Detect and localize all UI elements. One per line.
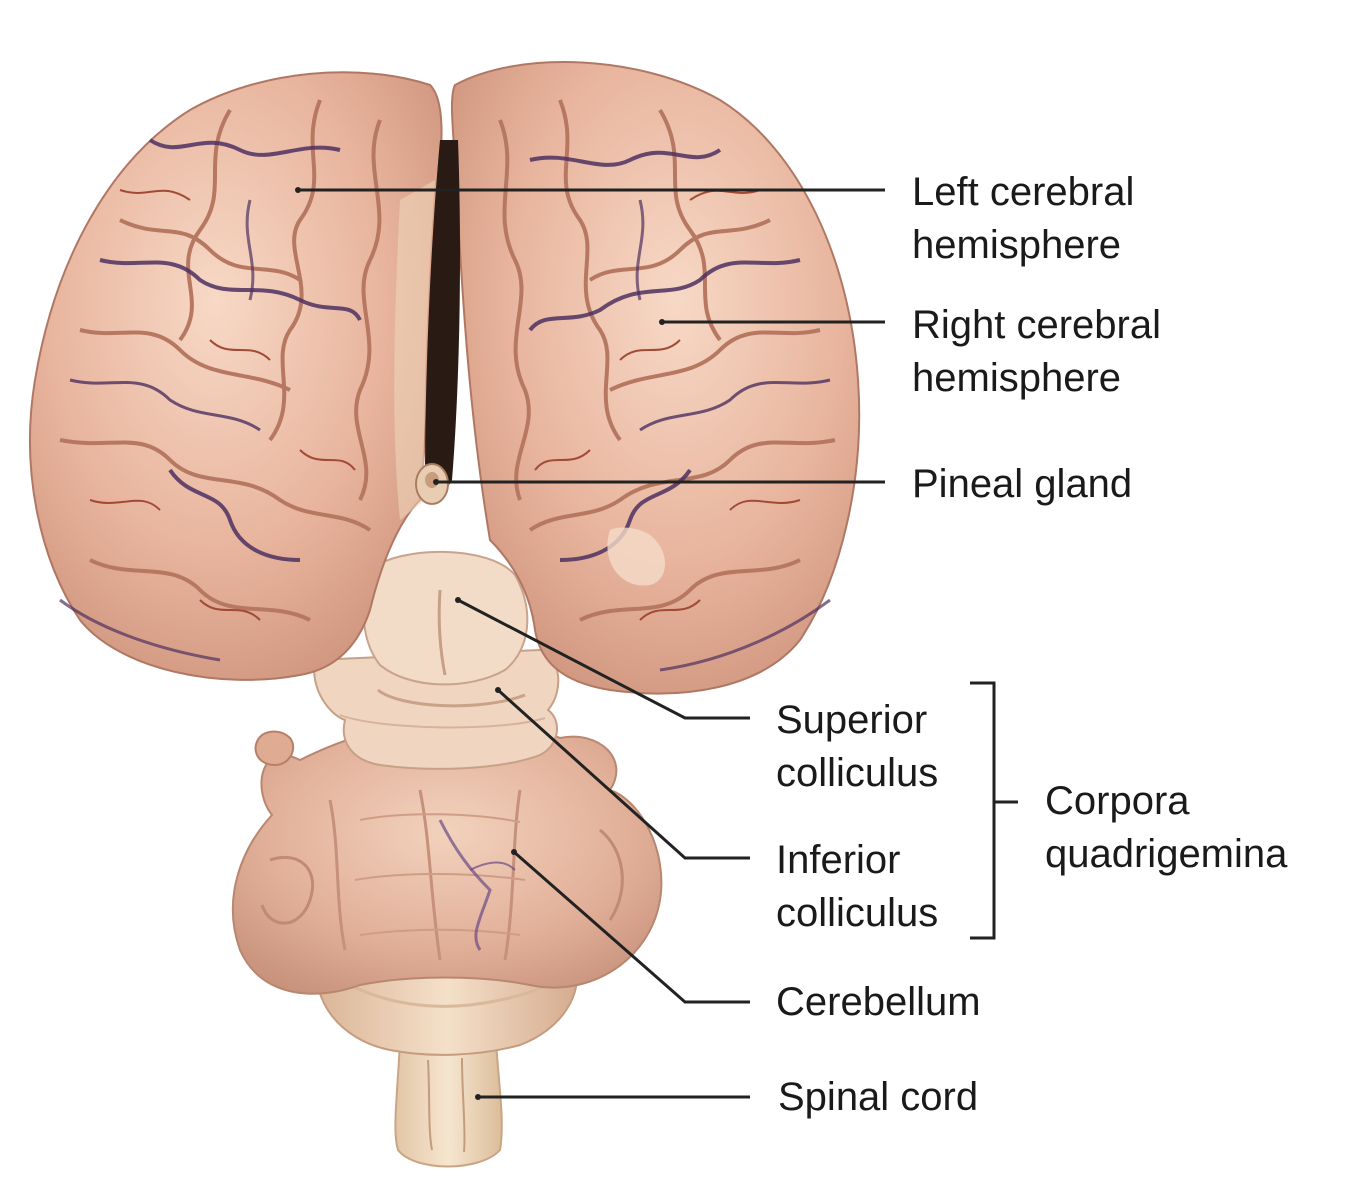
longitudinal-fissure <box>425 140 460 500</box>
leader-superior-colliculus <box>457 598 750 720</box>
label-line: Corpora <box>1045 779 1190 823</box>
leader-dot-cerebellum <box>511 849 517 855</box>
left-hemisphere-shape <box>29 71 443 681</box>
leader-dot-spinal <box>475 1094 481 1100</box>
label-pineal-gland: Pineal gland <box>912 458 1132 511</box>
fissure-pale-margin <box>394 180 435 520</box>
label-inferior-colliculus: Inferior colliculus <box>776 834 938 940</box>
label-line: Inferior <box>776 838 901 882</box>
leader-dot-left-hemisphere <box>295 187 301 193</box>
medulla-shape <box>315 959 579 1056</box>
label-line: Right cerebral <box>912 303 1162 347</box>
spinal-cord-shape <box>394 1039 503 1168</box>
label-cerebellum: Cerebellum <box>776 976 981 1029</box>
label-line: Left cerebral <box>912 170 1135 214</box>
label-left-cerebral-hemisphere: Left cerebral hemisphere <box>912 166 1134 272</box>
leader-dot-inferior <box>495 687 501 693</box>
bracket-corpora-quadrigemina <box>970 681 996 940</box>
leader-inferior-colliculus <box>496 688 750 860</box>
leader-dot-right-hemisphere <box>659 319 665 325</box>
label-spinal-cord: Spinal cord <box>778 1071 978 1124</box>
label-line: hemisphere <box>912 356 1122 400</box>
label-line: colliculus <box>776 751 939 795</box>
label-line: quadrigemina <box>1045 832 1288 876</box>
cerebellum-shape <box>231 723 663 995</box>
label-line: hemisphere <box>912 223 1122 267</box>
midbrain-shape <box>313 550 560 770</box>
label-line: Cerebellum <box>776 980 981 1024</box>
leader-dot-superior <box>455 597 461 603</box>
leader-cerebellum <box>513 850 750 1004</box>
pineal-gland-shape <box>415 463 449 505</box>
label-line: Spinal cord <box>778 1075 979 1119</box>
label-corpora-quadrigemina: Corpora quadrigemina <box>1045 775 1287 881</box>
label-right-cerebral-hemisphere: Right cerebral hemisphere <box>912 299 1161 405</box>
label-superior-colliculus: Superior colliculus <box>776 694 938 800</box>
label-line: Pineal gland <box>912 462 1133 506</box>
right-hemisphere-shape <box>450 61 861 695</box>
label-line: Superior <box>776 698 928 742</box>
label-line: colliculus <box>776 891 939 935</box>
leader-dot-pineal <box>433 479 439 485</box>
